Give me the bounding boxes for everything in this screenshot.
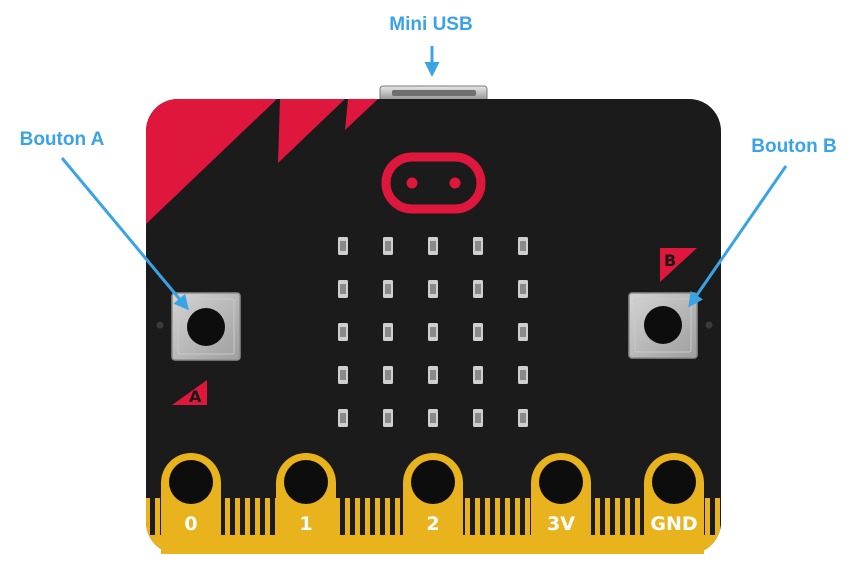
connector-finger [500, 498, 505, 535]
connector-finger [480, 498, 485, 535]
red-corner-stripes [146, 99, 378, 224]
button-a-marking: A [172, 380, 207, 406]
led [518, 366, 528, 384]
connector-finger [640, 498, 645, 535]
led-matrix [338, 237, 528, 427]
button-a[interactable] [171, 292, 241, 361]
connector-finger [620, 498, 625, 535]
pin-gnd[interactable]: GND [644, 453, 704, 554]
connector-finger [630, 498, 635, 535]
led [428, 366, 438, 384]
connector-finger [340, 498, 345, 535]
bouton-b-pointer [688, 165, 788, 308]
button-b-letter: B [664, 251, 676, 270]
pin-label: GND [650, 513, 697, 535]
bouton-a-pointer [60, 157, 189, 311]
connector-finger [230, 498, 235, 535]
led [383, 323, 393, 341]
led [338, 409, 348, 427]
hole-right [705, 321, 713, 329]
edge-pins: 0 1 2 3V GND [161, 453, 704, 554]
led [338, 237, 348, 255]
led [518, 280, 528, 298]
bouton-a-label: Bouton A [20, 129, 105, 150]
hole-left [156, 321, 164, 329]
connector-finger [490, 498, 495, 535]
button-a-letter: A [189, 387, 202, 406]
pin-3v[interactable]: 3V [531, 453, 591, 554]
connector-finger [590, 498, 595, 535]
led [518, 237, 528, 255]
led [473, 366, 483, 384]
connector-finger [380, 498, 385, 535]
pin-label: 0 [184, 513, 197, 535]
pin-label: 3V [547, 513, 575, 535]
connector-finger [720, 498, 721, 535]
pin-2[interactable]: 2 [403, 453, 463, 554]
connector-finger [270, 498, 275, 535]
led [518, 409, 528, 427]
led [338, 323, 348, 341]
pin-label: 2 [426, 513, 439, 535]
mini-usb-connector [379, 85, 488, 103]
led [473, 323, 483, 341]
connector-finger [390, 498, 395, 535]
led [473, 237, 483, 255]
connector-finger [470, 498, 475, 535]
connector-finger [240, 498, 245, 535]
mini-usb-label: Mini USB [389, 14, 472, 35]
connector-finger [250, 498, 255, 535]
led [473, 280, 483, 298]
led [338, 280, 348, 298]
microbit-logo-icon [381, 152, 486, 214]
led [428, 409, 438, 427]
pin-1[interactable]: 1 [276, 453, 336, 554]
connector-finger [220, 498, 225, 535]
led [383, 280, 393, 298]
connector-finger [610, 498, 615, 535]
led [428, 323, 438, 341]
led [428, 280, 438, 298]
led [518, 323, 528, 341]
button-b[interactable] [628, 292, 698, 359]
connector-finger [360, 498, 365, 535]
led [428, 237, 438, 255]
connector-finger [260, 498, 265, 535]
connector-finger [600, 498, 605, 535]
connector-finger [350, 498, 355, 535]
led [473, 409, 483, 427]
led [383, 409, 393, 427]
bouton-b-label: Bouton B [751, 136, 836, 157]
pin-0[interactable]: 0 [161, 453, 221, 554]
connector-finger [520, 498, 525, 535]
led [383, 237, 393, 255]
connector-finger [400, 498, 405, 535]
led [338, 366, 348, 384]
button-b-marking: B [660, 248, 697, 282]
connector-finger [510, 498, 515, 535]
pin-label: 1 [299, 513, 312, 535]
connector-finger [710, 498, 715, 535]
connector-finger [150, 498, 155, 535]
led [383, 366, 393, 384]
connector-finger [370, 498, 375, 535]
